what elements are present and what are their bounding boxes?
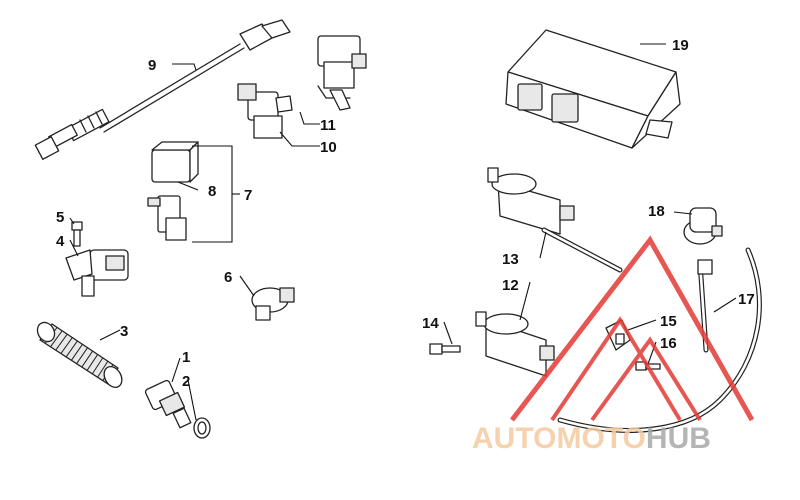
part-10-valve [237, 83, 293, 139]
sleeve-rib [91, 357, 104, 375]
part-4-map-sensor [65, 249, 129, 297]
part-6-pressure-switch [251, 287, 295, 321]
part-13-ignition-coil [487, 167, 623, 273]
callout-1: 1 [182, 349, 190, 366]
sleeve-rib [97, 360, 109, 378]
sleeve-rib [65, 340, 78, 358]
part-2-washer [193, 417, 211, 439]
sleeve-rib [50, 330, 63, 348]
callout-18: 18 [648, 203, 665, 220]
sleeve-rib [81, 350, 94, 368]
callout-14: 14 [422, 315, 439, 332]
watermark-text-moto: MOTO [556, 422, 645, 455]
part-3-corrugated-sleeve [36, 321, 123, 388]
callout-labels: 1 2 3 4 5 6 7 8 9 10 11 12 13 14 15 16 1… [56, 37, 755, 390]
callout-7: 7 [244, 187, 252, 204]
callout-10: 10 [320, 139, 337, 156]
callout-2: 2 [182, 373, 190, 390]
part-9-lambda-sensor [34, 19, 291, 160]
callout-8: 8 [208, 183, 216, 200]
part-18-spark-plug-cap [683, 207, 723, 245]
callout-3: 3 [120, 323, 128, 340]
watermark-triangle-icon [510, 235, 755, 422]
callout-17: 17 [738, 291, 755, 308]
part-5-bolt [71, 221, 83, 247]
sleeve-rib [76, 347, 88, 364]
callout-6: 6 [224, 269, 232, 286]
watermark-triangle-inner-icon [550, 316, 682, 422]
sleeve-rib [55, 333, 68, 351]
part-12-ignition-coil [475, 311, 555, 377]
callout-5: 5 [56, 209, 64, 226]
callout-4: 4 [56, 233, 65, 250]
watermark-text: AUTOMOTOHUB [472, 422, 711, 455]
callout-15: 15 [660, 313, 677, 330]
watermark-text-auto: AUTO [472, 422, 556, 455]
callout-12: 12 [502, 277, 519, 294]
part-19-ecu [505, 29, 681, 149]
sleeve-rib [60, 337, 73, 354]
callout-11: 11 [320, 117, 336, 134]
callout-9: 9 [148, 57, 156, 74]
sleeve-rib [86, 354, 99, 371]
sleeve-rib [70, 344, 83, 361]
callout-19: 19 [672, 37, 689, 54]
part-14-bolt [429, 343, 461, 355]
callout-16: 16 [660, 335, 677, 352]
callout-13: 13 [502, 251, 519, 268]
part-8-relay [147, 141, 199, 241]
part-11-solenoid-valve [317, 35, 367, 111]
watermark-triangle-inner2-icon [590, 336, 702, 422]
watermark-text-hub: HUB [646, 422, 711, 455]
leader-lines [69, 43, 737, 421]
watermark-logo: AUTOMOTOHUB [472, 235, 755, 455]
part-1-temperature-sensor [144, 379, 192, 429]
